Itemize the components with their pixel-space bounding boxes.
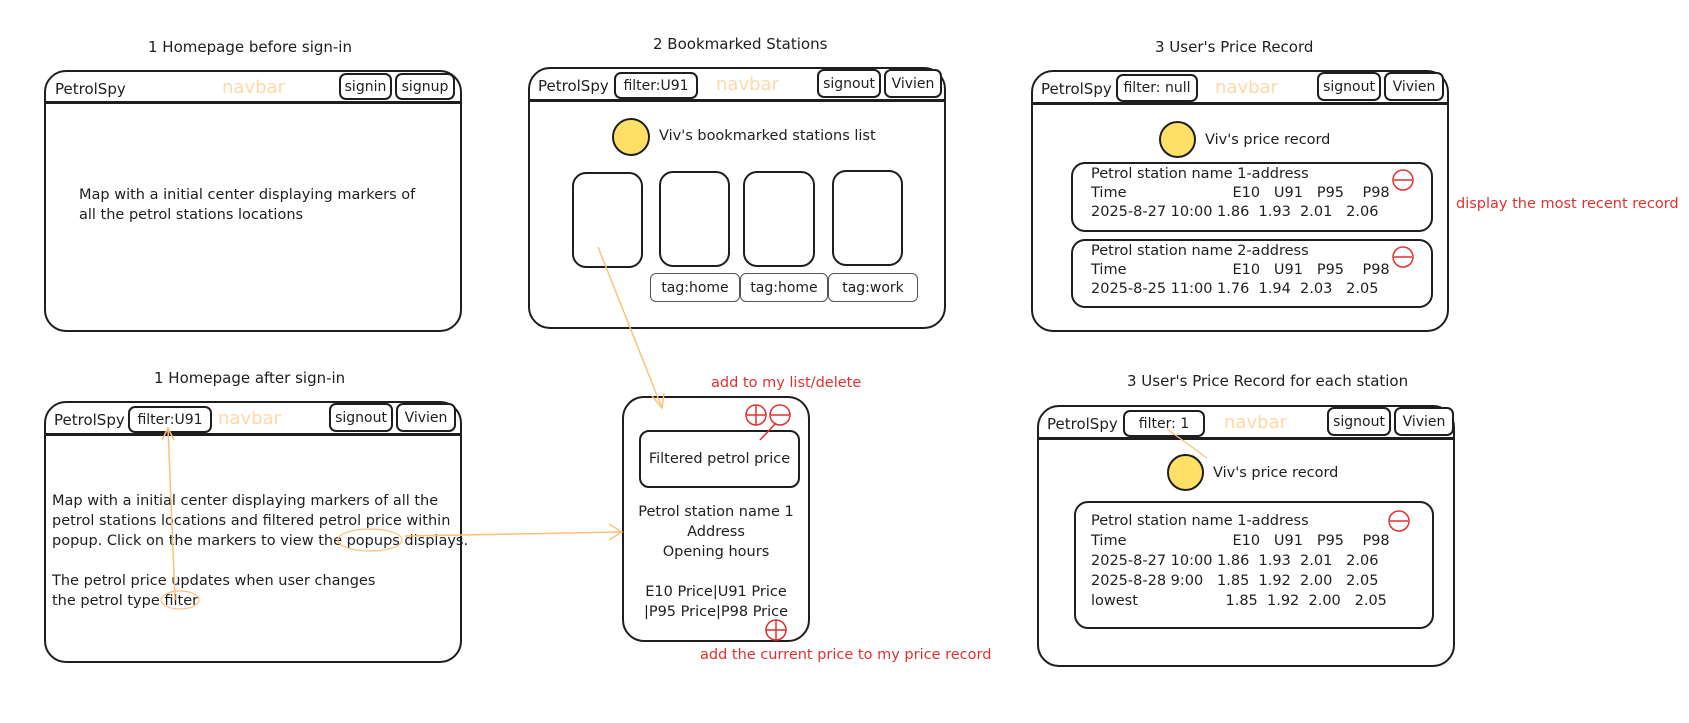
price-record-heading: Viv's price record <box>1213 465 1339 481</box>
bookmark-card-1[interactable] <box>572 172 643 268</box>
app-logo[interactable]: PetrolSpy <box>54 411 125 429</box>
avatar <box>1159 121 1196 158</box>
popup-prices-line1: E10 Price|U91 Price <box>645 584 787 600</box>
minus-circle-icon[interactable] <box>1391 245 1415 269</box>
popup-opening-hours: Opening hours <box>662 544 770 560</box>
navbar-divider <box>46 433 460 436</box>
panel4-title: 1 Homepage after sign-in <box>154 369 346 387</box>
navbar-label: navbar <box>1215 77 1278 98</box>
panel2-frame: PetrolSpy filter:U91 navbar signout Vivi… <box>528 67 946 329</box>
marker-popup: Filtered petrol price Petrol station nam… <box>622 396 810 642</box>
price-header-row: Time E10 U91 P95 P98 <box>1091 533 1390 549</box>
signin-button[interactable]: signin <box>339 73 392 100</box>
price-row: 2025-8-25 11:00 1.76 1.94 2.03 2.05 <box>1091 281 1379 297</box>
minus-circle-icon[interactable] <box>1387 509 1411 533</box>
panel2-title: 2 Bookmarked Stations <box>653 35 828 53</box>
navbar-divider <box>1033 102 1447 105</box>
app-logo[interactable]: PetrolSpy <box>1041 80 1112 98</box>
user-menu-button[interactable]: Vivien <box>396 403 456 432</box>
filter-select[interactable]: filter: null <box>1116 74 1198 102</box>
navbar-label: navbar <box>222 77 285 98</box>
filtered-price-label: Filtered petrol price <box>648 451 791 467</box>
user-menu-button[interactable]: Vivien <box>884 69 942 98</box>
popup-prices-line2: |P95 Price|P98 Price <box>643 604 789 620</box>
panel4-frame: PetrolSpy filter:U91 navbar signout Vivi… <box>44 401 468 663</box>
minus-circle-icon[interactable] <box>1391 168 1415 192</box>
annotation-most-recent: display the most recent record <box>1456 196 1679 212</box>
station-name: Petrol station name 2-address <box>1091 243 1309 259</box>
price-row: 2025-8-27 10:00 1.86 1.93 2.01 2.06 <box>1091 553 1379 569</box>
filtered-price-box: Filtered petrol price <box>639 430 800 488</box>
panel3-frame: PetrolSpy filter: null navbar signout Vi… <box>1031 70 1449 332</box>
popup-address: Address <box>687 524 745 540</box>
price-record-card-2: Petrol station name 2-address Time E10 U… <box>1071 239 1433 308</box>
bookmark-card-3[interactable] <box>743 171 815 267</box>
map-description-line2: all the petrol stations locations <box>79 207 304 223</box>
avatar <box>1167 454 1204 491</box>
popup-station-name: Petrol station name 1 <box>638 504 794 520</box>
panel1-frame: PetrolSpy navbar signin signup Map with … <box>44 70 462 332</box>
price-row: 2025-8-27 10:00 1.86 1.93 2.01 2.06 <box>1091 204 1379 220</box>
map-description-line1: Map with a initial center displaying mar… <box>52 493 439 509</box>
price-record-card: Petrol station name 1-address Time E10 U… <box>1074 501 1434 629</box>
user-menu-button[interactable]: Vivien <box>1384 72 1444 101</box>
avatar <box>612 118 650 156</box>
signout-button[interactable]: signout <box>1327 407 1391 436</box>
navbar-label: navbar <box>218 408 281 429</box>
plus-circle-icon[interactable] <box>764 618 788 642</box>
navbar-divider <box>1039 437 1453 440</box>
map-description-line3: popup. Click on the markers to view the … <box>52 533 469 549</box>
navbar-label: navbar <box>1224 412 1287 433</box>
price-record-card-1: Petrol station name 1-address Time E10 U… <box>1071 162 1433 232</box>
filter-select[interactable]: filter:U91 <box>128 406 212 433</box>
price-row: 2025-8-28 9:00 1.85 1.92 2.00 2.05 <box>1091 573 1379 589</box>
map-description-line1: Map with a initial center displaying mar… <box>79 187 416 203</box>
filter-select[interactable]: filter: 1 <box>1123 410 1205 437</box>
map-description-line5: The petrol price updates when user chang… <box>52 573 376 589</box>
panel3-title: 3 User's Price Record <box>1155 38 1314 56</box>
panel1-title: 1 Homepage before sign-in <box>148 38 352 56</box>
minus-circle-icon[interactable] <box>768 403 792 427</box>
plus-circle-icon[interactable] <box>744 403 768 427</box>
price-record-heading: Viv's price record <box>1205 132 1331 148</box>
navbar-divider <box>530 99 944 102</box>
app-logo[interactable]: PetrolSpy <box>1047 415 1118 433</box>
navbar-divider <box>46 101 460 104</box>
price-header-row: Time E10 U91 P95 P98 <box>1091 262 1390 278</box>
bookmark-tag-1[interactable]: tag:home <box>650 273 740 302</box>
signup-button[interactable]: signup <box>395 73 455 100</box>
signout-button[interactable]: signout <box>1317 72 1381 101</box>
user-menu-button[interactable]: Vivien <box>1394 407 1454 436</box>
bookmark-tag-2[interactable]: tag:home <box>740 273 828 302</box>
annotation-add-delete: add to my list/delete <box>711 375 862 391</box>
price-header-row: Time E10 U91 P95 P98 <box>1091 185 1390 201</box>
panel5-title: 3 User's Price Record for each station <box>1127 372 1409 390</box>
signout-button[interactable]: signout <box>817 69 881 98</box>
annotation-add-current-price: add the current price to my price record <box>700 647 992 663</box>
app-logo[interactable]: PetrolSpy <box>55 80 126 98</box>
arrow-head <box>608 523 624 541</box>
panel5-frame: PetrolSpy filter: 1 navbar signout Vivie… <box>1037 405 1455 667</box>
navbar-label: navbar <box>716 74 779 95</box>
map-description-line6: the petrol type filter <box>52 593 199 609</box>
lowest-price-row: lowest 1.85 1.92 2.00 2.05 <box>1091 593 1387 609</box>
station-name: Petrol station name 1-address <box>1091 513 1309 529</box>
map-description-line2: petrol stations locations and filtered p… <box>52 513 451 529</box>
filter-select[interactable]: filter:U91 <box>614 72 698 99</box>
bookmarks-heading: Viv's bookmarked stations list <box>659 128 876 144</box>
bookmark-card-2[interactable] <box>659 171 730 267</box>
signout-button[interactable]: signout <box>329 403 393 432</box>
bookmark-tag-3[interactable]: tag:work <box>828 273 918 302</box>
app-logo[interactable]: PetrolSpy <box>538 77 609 95</box>
station-name: Petrol station name 1-address <box>1091 166 1309 182</box>
bookmark-card-4[interactable] <box>832 170 903 266</box>
